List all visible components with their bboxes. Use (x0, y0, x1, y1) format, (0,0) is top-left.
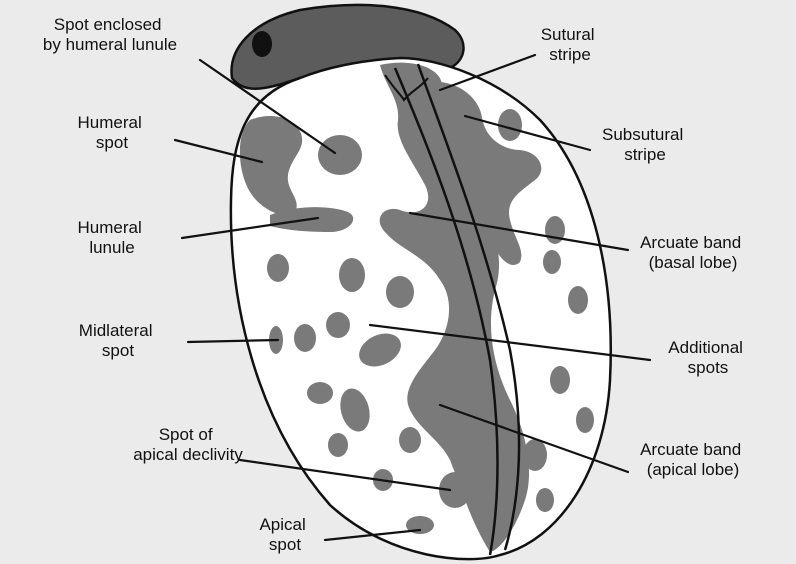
label-humeral-lunule: Humeral lunule (78, 218, 147, 257)
label-spot-of-apical-declivity: Spot of apical declivity (133, 425, 243, 464)
eye-icon (252, 31, 272, 57)
label-midlateral-spot: Midlateral spot (79, 321, 157, 360)
label-arcuate-band-basal: Arcuate band (basal lobe) (640, 233, 746, 272)
label-arcuate-band-apical: Arcuate band (apical lobe) (640, 440, 746, 479)
label-humeral-spot: Humeral spot (78, 113, 147, 152)
label-additional-spots: Additional spots (668, 338, 747, 377)
label-sutural-stripe: Sutural stripe (541, 25, 600, 64)
spot-enclosed-by-humeral-lunule (318, 135, 362, 175)
label-subsutural-stripe: Subsutural stripe (602, 125, 688, 164)
label-spot-enclosed: Spot enclosed by humeral lunule (43, 15, 177, 54)
label-apical-spot: Apical spot (259, 515, 310, 554)
